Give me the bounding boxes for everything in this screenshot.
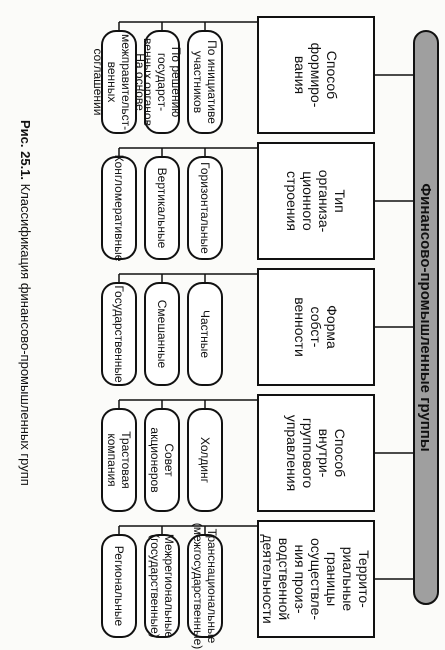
category-box: Способ формиро- вания — [257, 16, 375, 134]
subcategory-pill: Транснациональные (межгосударственные) — [187, 523, 223, 649]
subcategory-pill: По решению государст- венных органов — [141, 30, 183, 134]
subcategory-pill: По инициативе участников — [187, 30, 223, 134]
root-node: Финансово-промышленные группы — [413, 30, 439, 605]
category-box: Террито- риальные границы осуществле- ни… — [257, 520, 375, 638]
subcategory-pill: Совет акционеров — [144, 408, 180, 512]
subcategory-pill: Вертикальные — [144, 156, 180, 260]
category-box: Тип организа- ционного строения — [257, 142, 375, 260]
subcategory-pill: Частные — [187, 282, 223, 386]
subcategory-pill: Государственные — [101, 282, 137, 386]
subcategory-pill: Региональные — [101, 534, 137, 638]
category-box: Способ внутри- группового управления — [257, 394, 375, 512]
figure-caption: Рис. 25.1. Классификация финансово-промы… — [13, 120, 33, 640]
subcategory-pill: Конгломеративные — [101, 155, 137, 261]
subcategory-pill: На основе межправительст- венных соглаше… — [91, 30, 147, 134]
subcategory-pill: Межрегиональные (государственные) — [144, 534, 180, 638]
subcategory-pill: Горизонтальные — [187, 156, 223, 260]
subcategory-pill: Смешанные — [144, 282, 180, 386]
caption-label: Рис. 25.1. — [18, 120, 33, 181]
caption-text: Классификация финансово-промышленных гру… — [18, 180, 33, 486]
category-box: Форма собст- венности — [257, 268, 375, 386]
subcategory-pill: Трастовая компания — [101, 408, 137, 512]
subcategory-pill: Холдинг — [187, 408, 223, 512]
